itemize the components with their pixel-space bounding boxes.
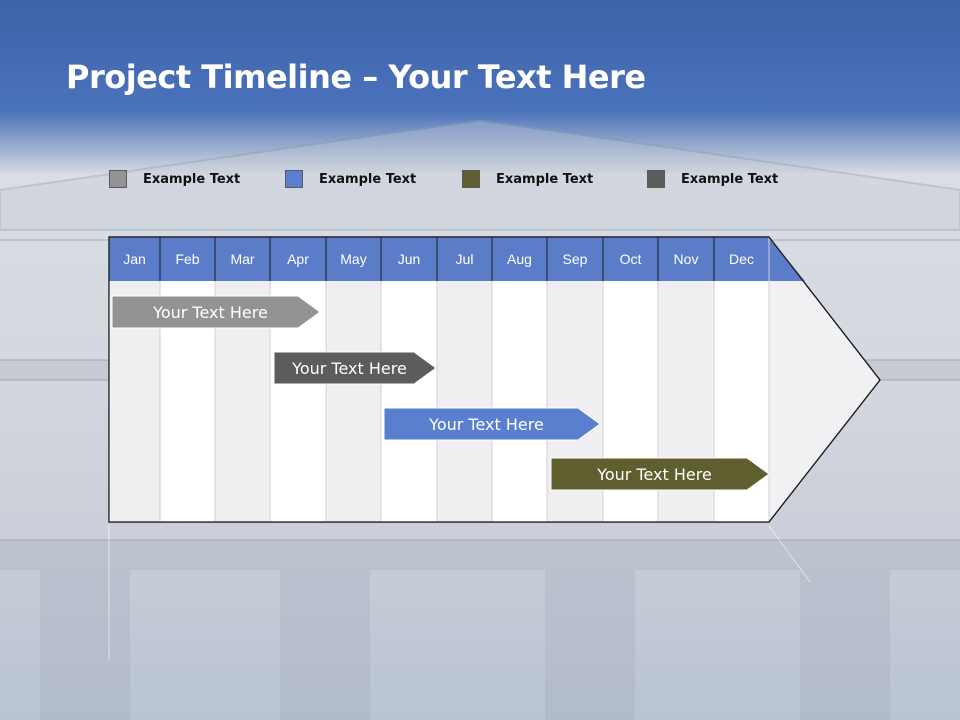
title-bold: Project Timeline [66,58,352,96]
legend-swatch [462,170,480,188]
legend-item: Example Text [109,170,240,188]
task-label: Your Text Here [291,359,407,378]
task-bar [383,407,601,441]
month-label: Sep [563,251,588,267]
legend-label: Example Text [319,171,417,187]
reflection-line [768,525,811,583]
legend-swatch [109,170,127,188]
legend-item: Example Text [647,170,778,188]
task-label: Your Text Here [596,465,712,484]
month-column [437,281,492,522]
title-rest: – Your Text Here [351,58,646,96]
month-label: Aug [507,251,532,267]
legend-swatch [647,170,665,188]
page-title: Project Timeline – Your Text Here [66,58,646,96]
legend-label: Example Text [143,171,241,187]
month-label: Jul [456,251,474,267]
month-label: Oct [620,251,642,267]
legend-label: Example Text [496,171,594,187]
legend-label: Example Text [681,171,779,187]
legend-item: Example Text [462,170,593,188]
courthouse-background-image [0,120,960,720]
month-label: Jun [398,251,421,267]
month-label: Apr [287,251,309,267]
month-label: May [340,251,366,267]
task-bar [273,351,437,385]
legend-swatch [285,170,303,188]
task-label: Your Text Here [152,303,268,322]
task-bar [111,295,321,329]
legend-item: Example Text [285,170,416,188]
timeline-outline [108,236,881,523]
month-label: Feb [175,251,199,267]
month-label: Mar [230,251,254,267]
task-label: Your Text Here [428,415,544,434]
task-bar [550,457,770,491]
month-label: Dec [729,251,754,267]
month-column [326,281,381,522]
month-label: Jan [123,251,146,267]
month-column [492,281,547,522]
month-column [381,281,437,522]
month-header [109,237,769,281]
month-label: Nov [674,251,699,267]
